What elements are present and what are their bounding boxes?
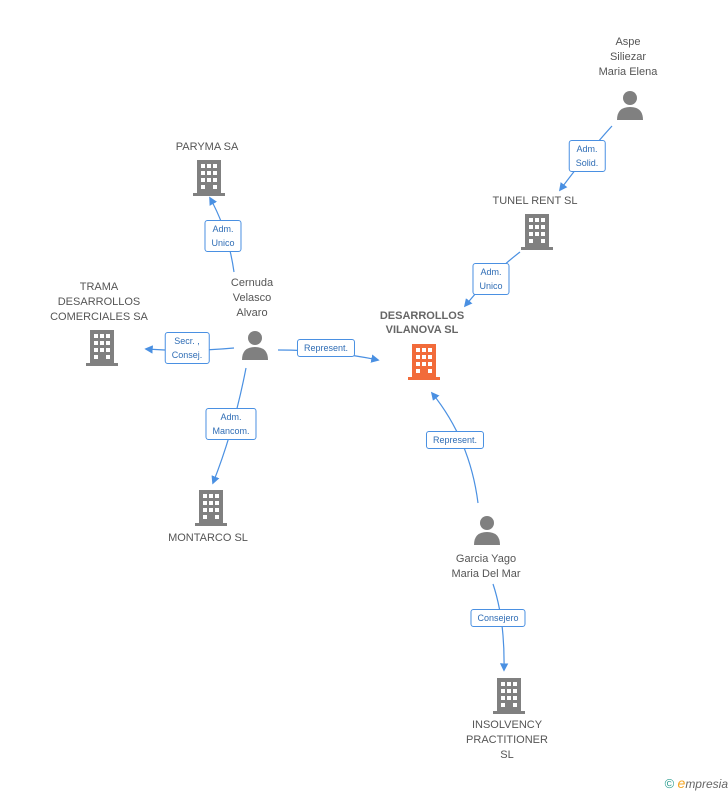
trama-building-icon[interactable] xyxy=(86,330,118,366)
node-label-garcia[interactable]: Garcia Yago Maria Del Mar xyxy=(451,553,521,580)
node-label-aspe[interactable]: Aspe Siliezar Maria Elena xyxy=(598,36,658,78)
relation-cernuda-paryma[interactable]: Adm. Unico xyxy=(204,220,242,252)
edge-garcia-insolvency xyxy=(492,583,509,672)
aspe-person-icon[interactable] xyxy=(615,90,645,120)
node-label-tunel[interactable]: TUNEL RENT SL xyxy=(492,195,578,207)
brand-initial: e xyxy=(677,775,686,791)
montarco-building-icon[interactable] xyxy=(195,490,227,526)
relation-cernuda-montarco[interactable]: Adm. Mancom. xyxy=(205,408,257,440)
relation-cernuda-trama[interactable]: Secr. , Consej. xyxy=(164,332,210,364)
copyright-icon: © xyxy=(664,776,675,791)
brand-name: mpresia xyxy=(685,777,728,791)
node-label-trama[interactable]: TRAMA DESARROLLOS COMERCIALES SA xyxy=(50,281,148,323)
insolvency-building-icon[interactable] xyxy=(493,678,525,714)
brand-footer: © empresia xyxy=(665,775,728,791)
node-label-paryma[interactable]: PARYMA SA xyxy=(175,141,239,153)
node-label-insolvency[interactable]: INSOLVENCY PRACTITIONER SL xyxy=(466,719,548,761)
relation-tunel-desarrollos[interactable]: Adm. Unico xyxy=(472,263,510,295)
node-label-desarrollos[interactable]: DESARROLLOS VILANOVA SL xyxy=(379,310,465,336)
relation-cernuda-desarrollos[interactable]: Represent. xyxy=(296,339,356,357)
cernuda-person-icon[interactable] xyxy=(240,330,270,360)
node-label-montarco[interactable]: MONTARCO SL xyxy=(168,532,248,544)
garcia-person-icon[interactable] xyxy=(472,515,502,545)
node-label-cernuda[interactable]: Cernuda Velasco Alvaro xyxy=(230,277,274,319)
tunel-building-icon[interactable] xyxy=(521,214,553,250)
brand-logo[interactable]: empresia xyxy=(677,775,728,791)
relation-aspe-tunel[interactable]: Adm. Solid. xyxy=(568,140,606,172)
desarrollos-building-icon[interactable] xyxy=(408,344,440,380)
paryma-building-icon[interactable] xyxy=(193,160,225,196)
relation-garcia-insolvency[interactable]: Consejero xyxy=(470,609,526,627)
relation-garcia-desarrollos[interactable]: Represent. xyxy=(425,431,485,449)
